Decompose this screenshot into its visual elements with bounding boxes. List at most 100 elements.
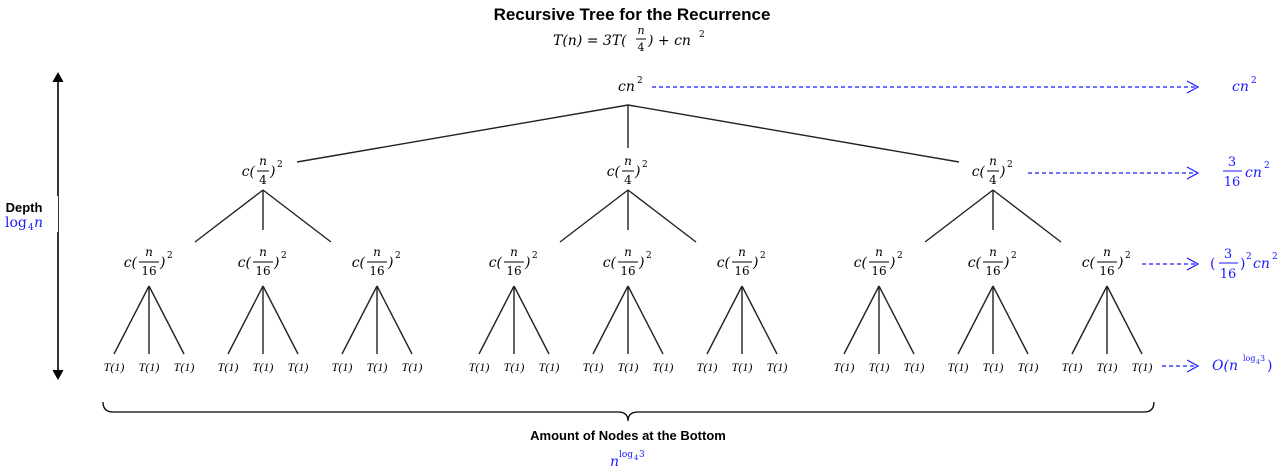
level2-node-5-exp: 2 xyxy=(760,251,766,261)
level2-node-8-exp: 2 xyxy=(1125,251,1131,261)
recurrence-frac-num: n xyxy=(637,24,644,37)
level2-node-7-exp: 2 xyxy=(1011,251,1017,261)
level1-cost-text: cn xyxy=(1245,165,1262,181)
root-node-text: cn xyxy=(618,79,635,95)
level2-node-3-exp: 2 xyxy=(532,251,538,261)
root-node-exp: 2 xyxy=(637,76,643,86)
leaves-cost-close: ) xyxy=(1267,358,1272,374)
level2-node-0-prefix: c( xyxy=(124,255,138,271)
edge-l2-0-2 xyxy=(148,285,185,355)
leaf-node-4-0: T(1) xyxy=(583,360,604,374)
level1-node-0-den: 4 xyxy=(259,173,267,187)
level2-cost: ( 3 16 ) 2 cn 2 xyxy=(1210,247,1278,282)
level2-node-7-suffix: ) xyxy=(1003,255,1009,271)
level2-node-5-prefix: c( xyxy=(717,255,731,271)
level2-node-8: c(n16)2 xyxy=(1082,245,1131,278)
level1-node-0-exp: 2 xyxy=(277,160,283,170)
leaf-node-1-1: T(1) xyxy=(253,360,274,374)
level2-node-6: c(n16)2 xyxy=(854,245,903,278)
edge-l2-0-0 xyxy=(113,285,150,355)
bottom-value-exp-tail: 3 xyxy=(639,450,645,460)
level2-node-1-num: n xyxy=(259,245,267,259)
edge-l2-7-0 xyxy=(957,285,994,355)
depth-value-log: log xyxy=(5,215,27,231)
level2-node-2-exp: 2 xyxy=(395,251,401,261)
leaf-nodes: T(1) T(1) T(1) T(1) T(1) T(1) T(1) T(1) T(1) T(1)… xyxy=(104,360,1153,374)
leaf-node-4-2: T(1) xyxy=(653,360,674,374)
level2-cost-exp-outer: 2 xyxy=(1246,252,1252,262)
edge-l2-6-2 xyxy=(878,285,915,355)
level1-node-1: c(n4)2 xyxy=(607,154,648,187)
edge-l2-5-2 xyxy=(741,285,778,355)
level2-node-4-num: n xyxy=(624,245,632,259)
edge-l2-1-0 xyxy=(227,285,264,355)
leaves-cost-exp-tail: 3 xyxy=(1260,354,1265,363)
depth-label: Depth xyxy=(6,200,43,215)
bottom-brace xyxy=(102,401,1155,422)
level2-node-0-suffix: ) xyxy=(159,255,165,271)
level2-cost-text: cn xyxy=(1253,256,1270,272)
level0-cost: cn 2 xyxy=(1232,76,1257,95)
level2-node-5-num: n xyxy=(738,245,746,259)
level2-node-7-num: n xyxy=(989,245,997,259)
edge-l1-1-left xyxy=(559,189,629,243)
depth-axis: Depth log 4 n xyxy=(0,71,64,381)
leaf-node-5-2: T(1) xyxy=(767,360,788,374)
level2-node-5: c(n16)2 xyxy=(717,245,766,278)
level2-node-2-num: n xyxy=(373,245,381,259)
edge-l2-8-2 xyxy=(1106,285,1143,355)
level2-node-4-suffix: ) xyxy=(638,255,644,271)
bottom-value-base: n xyxy=(610,454,619,470)
level2-cost-den: 16 xyxy=(1220,267,1237,282)
edge-l1-0-left xyxy=(194,189,264,243)
leaf-node-4-1: T(1) xyxy=(618,360,639,374)
level2-cost-close: ) xyxy=(1240,256,1245,272)
level2-node-2-suffix: ) xyxy=(387,255,393,271)
bottom-value-exp: log xyxy=(619,450,633,460)
bottom-value-exp-sub: 4 xyxy=(634,454,639,462)
recurrence-lhs: T(n) = 3T( xyxy=(553,33,627,49)
edge-l1-0-right xyxy=(262,189,332,243)
level2-cost-open: ( xyxy=(1210,256,1215,272)
level2-node-7: c(n16)2 xyxy=(968,245,1017,278)
level0-cost-exp: 2 xyxy=(1251,76,1257,86)
leaves-cost-exp: log xyxy=(1243,354,1256,363)
level2-node-3-suffix: ) xyxy=(524,255,530,271)
level1-node-1-num: n xyxy=(624,154,632,168)
leaf-node-7-2: T(1) xyxy=(1018,360,1039,374)
leaves-cost-exp-sub: 4 xyxy=(1256,359,1260,366)
level1-node-2-num: n xyxy=(989,154,997,168)
level2-node-1-den: 16 xyxy=(255,264,270,278)
recurrence-formula: T(n) = 3T( n 4 ) + cn 2 xyxy=(553,24,705,54)
level-cost-arrows xyxy=(652,80,1200,373)
level2-node-6-exp: 2 xyxy=(897,251,903,261)
level2-node-0: c(n16)2 xyxy=(124,245,173,278)
level2-node-4-exp: 2 xyxy=(646,251,652,261)
depth-arrow-up xyxy=(52,71,64,83)
bottom-value: n log 4 3 xyxy=(610,450,645,470)
edge-l2-7-2 xyxy=(992,285,1029,355)
leaf-node-2-2: T(1) xyxy=(402,360,423,374)
level0-cost-text: cn xyxy=(1232,79,1249,95)
level2-node-3-den: 16 xyxy=(506,264,521,278)
level1-cost-exp: 2 xyxy=(1264,161,1270,171)
edge-root-l1-0 xyxy=(296,104,629,163)
level2-node-7-den: 16 xyxy=(985,264,1000,278)
leaf-node-6-0: T(1) xyxy=(834,360,855,374)
level1-arrow-head xyxy=(1186,166,1200,180)
edge-l1-1-right xyxy=(627,189,697,243)
tree-edges xyxy=(113,104,1143,355)
level1-node-0-prefix: c( xyxy=(242,164,256,180)
recurrence-frac-den: 4 xyxy=(638,41,645,54)
level2-node-1-prefix: c( xyxy=(238,255,252,271)
level1-cost-den: 16 xyxy=(1224,175,1241,190)
leaf-node-1-2: T(1) xyxy=(288,360,309,374)
level1-cost: 3 16 cn 2 xyxy=(1223,155,1270,190)
leaf-node-3-0: T(1) xyxy=(469,360,490,374)
level1-node-2-suffix: ) xyxy=(999,164,1005,180)
leaf-node-0-0: T(1) xyxy=(104,360,125,374)
leaves-cost: O(n log 4 3 ) xyxy=(1212,354,1272,374)
depth-value-n: n xyxy=(34,215,43,231)
